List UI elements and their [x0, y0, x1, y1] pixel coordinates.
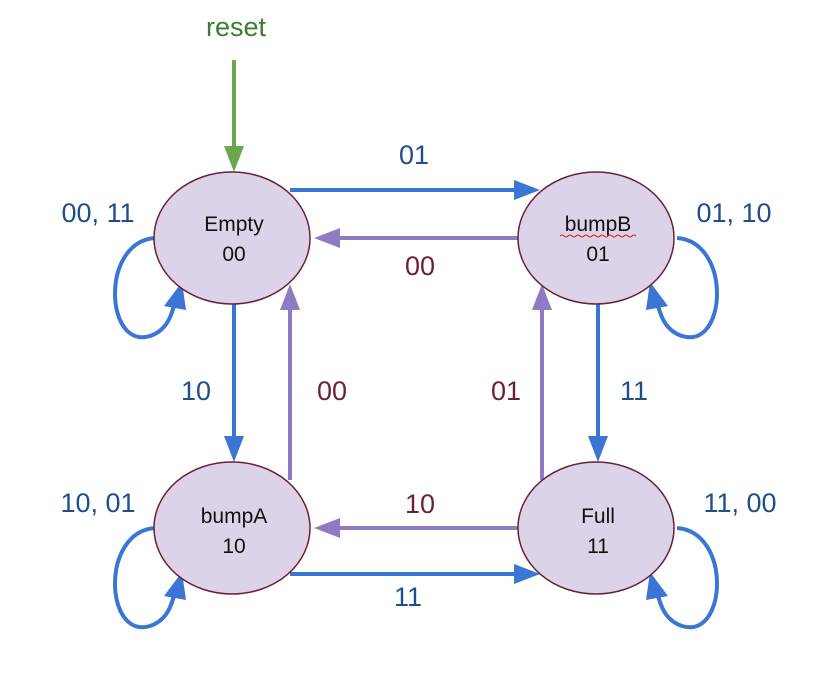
reset-arrowhead: [224, 146, 244, 172]
self-loop-bumpB-arrowhead: [646, 282, 668, 310]
state-full-name: Full: [581, 505, 615, 528]
state-full-code: 11: [587, 535, 609, 558]
arrowhead-bumpB-to-empty: [314, 228, 340, 248]
arrowhead-bumpA-to-full: [514, 564, 540, 584]
label-bumpA-to-empty: 00: [317, 376, 347, 406]
state-empty: Empty 00: [153, 171, 311, 305]
self-loop-label-bumpB: 01, 10: [696, 198, 771, 228]
label-bumpB-to-empty: 00: [405, 251, 435, 281]
self-loop-full: [654, 526, 719, 630]
arrowhead-empty-to-bumpA: [224, 436, 244, 462]
state-bumpA-name: bumpA: [201, 505, 268, 528]
arrowhead-bumpA-to-empty: [280, 284, 300, 310]
reset-label: reset: [206, 12, 267, 42]
state-bumpB-circle: [517, 171, 675, 305]
self-loop-label-bumpA: 10, 01: [60, 488, 135, 518]
label-bumpB-to-full: 11: [620, 376, 648, 406]
self-loop-label-full: 11, 00: [703, 488, 776, 518]
self-loop-bumpA-arrowhead: [164, 572, 186, 600]
state-bumpB-code: 01: [586, 243, 609, 266]
arrowhead-full-to-bumpA: [314, 518, 340, 538]
arrowhead-empty-to-bumpB: [514, 180, 540, 200]
label-empty-to-bumpB: 01: [399, 140, 429, 170]
self-loop-bumpA: [113, 526, 178, 630]
state-empty-name: Empty: [204, 213, 264, 236]
self-loop-full-arrowhead: [646, 572, 668, 600]
self-loop-empty-arrowhead: [164, 282, 186, 310]
state-full: Full 11: [517, 461, 675, 595]
state-empty-circle: [153, 171, 311, 305]
arrowhead-full-to-bumpB: [532, 284, 552, 310]
label-bumpA-to-full: 11: [394, 582, 422, 612]
label-full-to-bumpB: 01: [491, 376, 521, 406]
label-empty-to-bumpA: 10: [181, 376, 211, 406]
state-bumpA: bumpA 10: [153, 461, 311, 595]
label-full-to-bumpA: 10: [405, 489, 435, 519]
self-loop-bumpB: [654, 236, 719, 340]
self-loop-label-empty: 00, 11: [61, 198, 134, 228]
self-loop-empty: [113, 236, 178, 340]
state-bumpA-circle: [153, 461, 311, 595]
state-bumpA-code: 10: [222, 535, 245, 558]
state-full-circle: [517, 461, 675, 595]
state-empty-code: 00: [222, 243, 245, 266]
spellcheck-underline: [559, 234, 637, 238]
state-bumpB-name: bumpB: [565, 213, 632, 236]
arrowhead-bumpB-to-full: [588, 436, 608, 462]
state-bumpB: bumpB 01: [517, 171, 675, 305]
